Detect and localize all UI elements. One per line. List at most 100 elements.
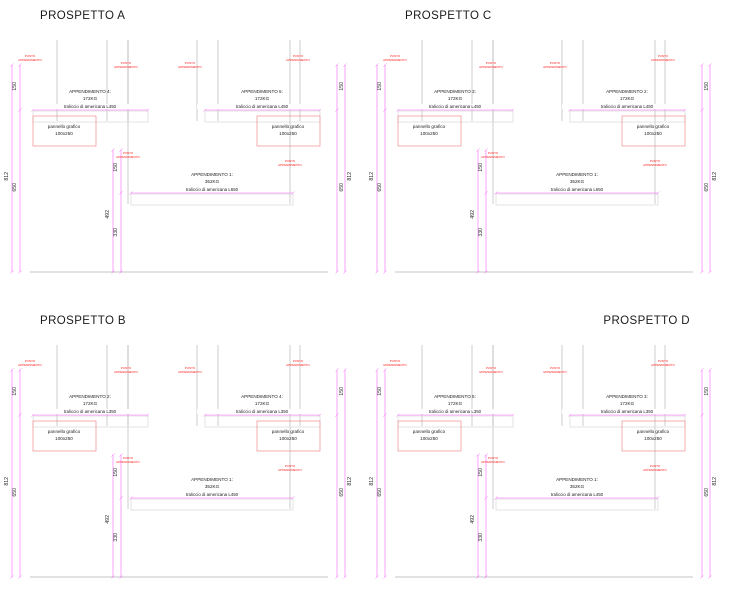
drawing-linework	[375, 40, 712, 274]
appendimento-label: APPENDIMENTO 1:352KG	[191, 477, 233, 489]
appendimento-label: APPENDIMENTO 3:172KG	[606, 394, 648, 406]
dimension-650-right: 650	[704, 488, 710, 497]
dimension-812-right: 812	[347, 172, 353, 181]
dimension-492-mid: 492	[470, 515, 476, 524]
dimension-150-right: 150	[704, 82, 710, 91]
dimension-650-left: 650	[377, 183, 383, 192]
appendimento-label: APPENDIMENTO 1:352KG	[556, 172, 598, 184]
panel-title: PROSPETTO A	[40, 10, 126, 22]
drawing-linework	[10, 40, 347, 274]
dimension-492-mid: 492	[105, 515, 111, 524]
appendimento-label: APPENDIMENTO 3:172KG	[434, 89, 476, 101]
truss-label: traliccio di americana L450	[137, 492, 287, 497]
truss-label: traliccio di americana L650	[502, 187, 652, 192]
dimension-812-left: 812	[4, 172, 10, 181]
drawing-linework	[10, 345, 347, 579]
appendimento-label: APPENDIMENTO 4:172KG	[241, 394, 283, 406]
dimension-150-mid: 150	[478, 468, 484, 477]
dimension-650-right: 650	[339, 488, 345, 497]
truss-label: traliccio di americana L450	[502, 492, 652, 497]
dimension-150-mid: 150	[478, 163, 484, 172]
truss-label: traliccio di americana L450	[25, 104, 155, 109]
dimension-812-left: 812	[4, 477, 10, 486]
truss-label: traliccio di americana L350	[562, 409, 692, 414]
dimension-650-right: 650	[704, 183, 710, 192]
dimension-150-right: 150	[339, 387, 345, 396]
truss-label: traliccio di americana L650	[137, 187, 287, 192]
dimension-812-left: 812	[369, 477, 375, 486]
appendimento-label: APPENDIMENTO 4:172KG	[69, 89, 111, 101]
dimension-492-mid: 492	[470, 210, 476, 219]
truss-label: traliccio di americana L450	[562, 104, 692, 109]
dimension-330-mid: 330	[478, 533, 484, 542]
truss-label: traliccio di americana L350	[390, 409, 520, 414]
panel-title: PROSPETTO B	[40, 315, 126, 327]
dimension-650-right: 650	[339, 183, 345, 192]
truss-label: traliccio di americana L450	[390, 104, 520, 109]
appendimento-label: APPENDIMENTO 5:172KG	[241, 89, 283, 101]
panel-title: PROSPETTO C	[405, 10, 492, 22]
truss-label: traliccio di americana L350	[25, 409, 155, 414]
dimension-150-left: 150	[12, 82, 18, 91]
appendimento-label: APPENDIMENTO 1:352KG	[191, 172, 233, 184]
dimension-150-left: 150	[377, 82, 383, 91]
dimension-812-right: 812	[712, 172, 718, 181]
dimension-812-left: 812	[369, 172, 375, 181]
drawing-linework	[375, 345, 712, 579]
dimension-330-mid: 330	[113, 228, 119, 237]
dimension-330-mid: 330	[478, 228, 484, 237]
dimension-150-right: 150	[704, 387, 710, 396]
dimension-150-right: 150	[339, 82, 345, 91]
appendimento-label: APPENDIMENTO 1:352KG	[556, 477, 598, 489]
appendimento-label: APPENDIMENTO 5:172KG	[434, 394, 476, 406]
dimension-650-left: 650	[12, 488, 18, 497]
dimension-150-left: 150	[377, 387, 383, 396]
dimension-330-mid: 330	[113, 533, 119, 542]
dimension-812-right: 812	[347, 477, 353, 486]
appendimento-label: APPENDIMENTO 2:172KG	[606, 89, 648, 101]
appendimento-label: APPENDIMENTO 2:172KG	[69, 394, 111, 406]
dimension-150-mid: 150	[113, 468, 119, 477]
dimension-650-left: 650	[12, 183, 18, 192]
dimension-150-left: 150	[12, 387, 18, 396]
dimension-650-left: 650	[377, 488, 383, 497]
dimension-812-right: 812	[712, 477, 718, 486]
panel-title: PROSPETTO D	[603, 315, 690, 327]
truss-label: traliccio di americana L350	[197, 409, 327, 414]
